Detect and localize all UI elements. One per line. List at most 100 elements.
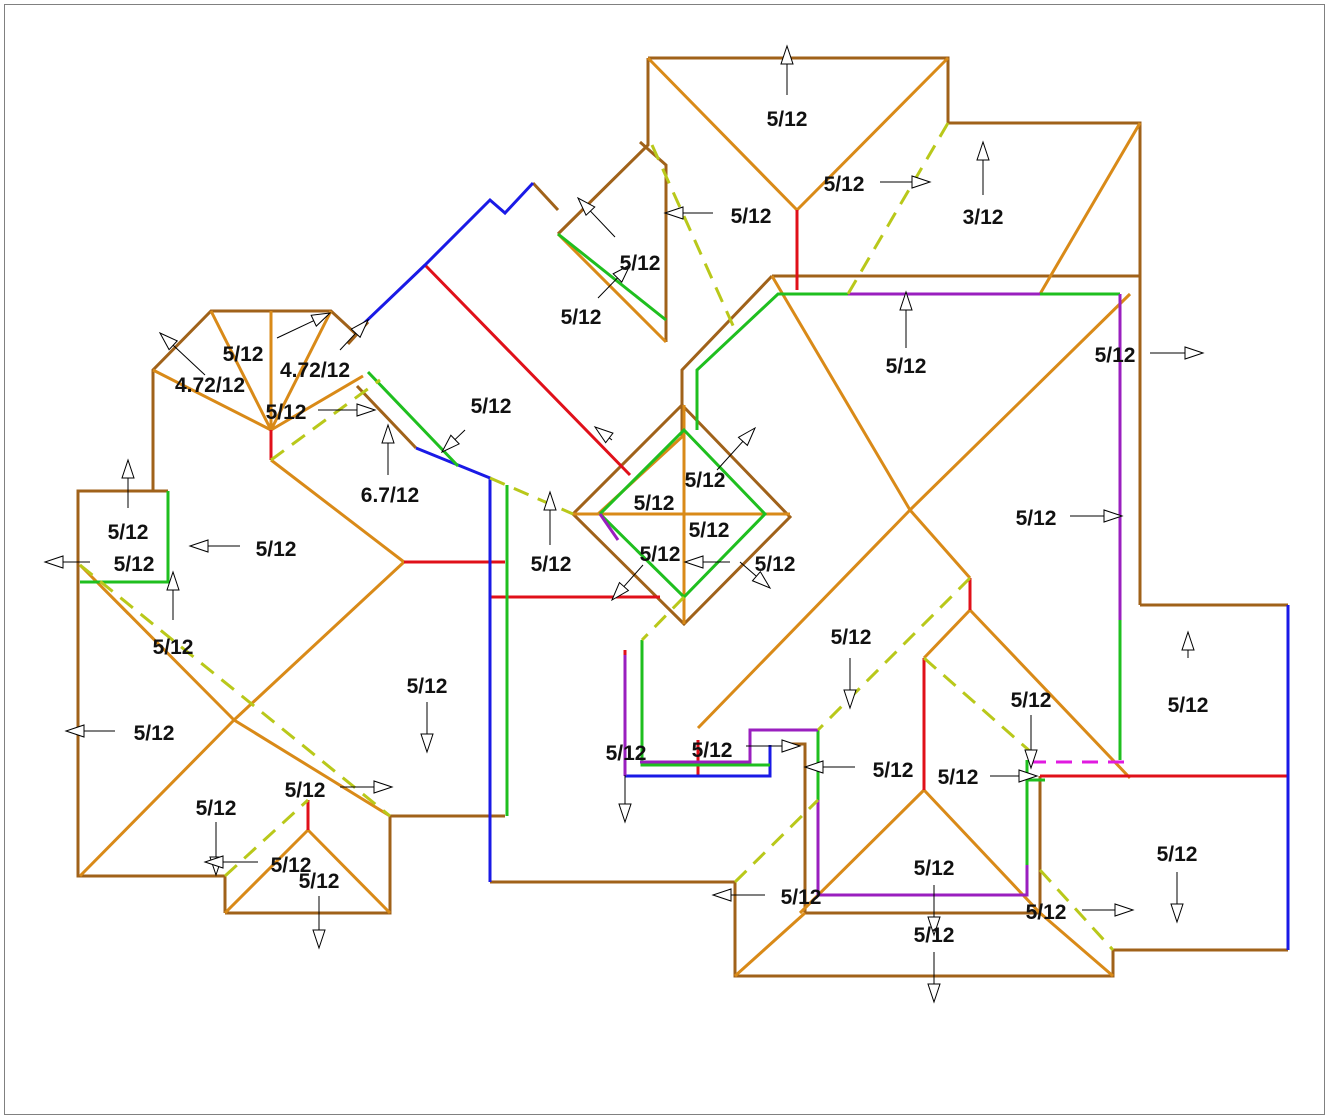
pitch-label: 5/12 bbox=[767, 108, 808, 131]
pitch-label: 5/12 bbox=[1157, 843, 1198, 866]
slope-arrow bbox=[739, 561, 772, 590]
flashing-line bbox=[366, 370, 460, 468]
slope-arrow-shaft bbox=[597, 277, 618, 299]
slope-arrow bbox=[990, 769, 1039, 783]
slope-arrow bbox=[597, 263, 632, 299]
pitch-label: 4.72/12 bbox=[175, 374, 245, 397]
hip-line bbox=[152, 368, 272, 432]
hip-line bbox=[733, 911, 807, 978]
slope-arrow-head bbox=[1114, 903, 1135, 917]
slope-arrow-head bbox=[1181, 630, 1195, 651]
slope-arrow bbox=[610, 564, 644, 602]
slope-arrow bbox=[899, 290, 913, 348]
valley-line bbox=[816, 576, 972, 732]
pitch-label: 5/12 bbox=[1011, 689, 1052, 712]
pitch-label: 5/12 bbox=[196, 797, 237, 820]
slope-arrow bbox=[843, 658, 857, 710]
slope-arrow bbox=[780, 44, 794, 95]
hip-line bbox=[908, 509, 972, 579]
slope-arrow-shaft bbox=[739, 561, 757, 577]
slope-arrow-head bbox=[899, 290, 913, 311]
hip-line bbox=[269, 310, 333, 431]
pitch-label: 5/12 bbox=[266, 401, 307, 424]
slope-arrow-head bbox=[1103, 509, 1124, 523]
pitch-label: 5/12 bbox=[685, 469, 726, 492]
slope-arrow bbox=[976, 140, 990, 195]
slope-arrow bbox=[318, 403, 377, 417]
roof-lines bbox=[76, 56, 1290, 978]
hip-line bbox=[798, 788, 926, 915]
slope-arrow-shaft bbox=[716, 441, 744, 471]
slope-arrow-head bbox=[576, 196, 596, 217]
valley-line bbox=[79, 563, 391, 818]
pitch-label: 5/12 bbox=[781, 886, 822, 909]
slope-arrow-head bbox=[356, 403, 377, 417]
pitch-label: 5/12 bbox=[1095, 344, 1136, 367]
eave-line bbox=[556, 58, 650, 236]
canvas-border bbox=[4, 4, 1325, 1115]
flashing-line bbox=[80, 491, 170, 584]
pitch-label: 5/12 bbox=[285, 779, 326, 802]
eave-line bbox=[680, 274, 774, 438]
slope-arrow-head bbox=[188, 539, 209, 553]
pitch-labels: 5/12 5/12 3/12 5/12 5/12 5/12 5/12 5/12 … bbox=[108, 108, 1209, 947]
pitch-label: 5/12 bbox=[824, 173, 865, 196]
hip-line bbox=[270, 374, 364, 432]
slope-arrow-head bbox=[440, 434, 460, 454]
pitch-label: 5/12 bbox=[531, 553, 572, 576]
hip-line bbox=[209, 310, 273, 431]
hip-line bbox=[78, 563, 236, 722]
pitch-label: 5/12 bbox=[1168, 694, 1209, 717]
hip-line bbox=[908, 292, 1132, 512]
pitch-label: 5/12 bbox=[407, 675, 448, 698]
slope-arrow-head bbox=[1024, 749, 1038, 770]
pitch-label: 5/12 bbox=[914, 924, 955, 947]
gable-line bbox=[355, 181, 535, 332]
slope-arrow-head bbox=[43, 555, 64, 569]
flashing-line bbox=[640, 640, 770, 767]
pitch-label: 5/12 bbox=[634, 492, 675, 515]
slope-arrow-head bbox=[927, 983, 941, 1004]
pitch-label: 5/12 bbox=[914, 857, 955, 880]
slope-arrow bbox=[593, 426, 614, 444]
slope-arrow-head bbox=[1018, 769, 1039, 783]
valley-line bbox=[270, 378, 381, 462]
eave-line bbox=[225, 814, 505, 915]
slope-arrow-head bbox=[780, 44, 794, 65]
slope-arrow-head bbox=[781, 739, 802, 753]
slope-arrow-shaft bbox=[172, 344, 206, 376]
pitch-label: 5/12 bbox=[108, 521, 149, 544]
pitch-label: 5/12 bbox=[606, 742, 647, 765]
pitch-label: 5/12 bbox=[256, 538, 297, 561]
gable-line bbox=[625, 745, 772, 778]
pitch-label: 6.7/12 bbox=[361, 484, 419, 507]
pitch-label: 5/12 bbox=[114, 553, 155, 576]
slope-arrow-head bbox=[911, 175, 932, 189]
pitch-label: 5/12 bbox=[1026, 901, 1067, 924]
valley-line bbox=[733, 798, 820, 884]
pitch-label: 5/12 bbox=[831, 626, 872, 649]
slope-arrow-head bbox=[1184, 346, 1205, 360]
slope-arrow-head bbox=[976, 140, 990, 161]
hip-line bbox=[968, 608, 1132, 780]
slope-arrow bbox=[188, 539, 240, 553]
pitch-label: 5/12 bbox=[689, 519, 730, 542]
hip-line bbox=[795, 56, 950, 212]
slope-arrow bbox=[121, 458, 135, 508]
pitch-label: 5/12 bbox=[223, 343, 264, 366]
pitch-label: 5/12 bbox=[886, 355, 927, 378]
hip-line bbox=[922, 608, 972, 660]
hip-line bbox=[922, 788, 1042, 915]
hip-line bbox=[646, 56, 799, 212]
valley-line bbox=[223, 798, 310, 878]
slope-arrow bbox=[166, 570, 180, 620]
pitch-label: 3/12 bbox=[963, 206, 1004, 229]
slope-arrow-head bbox=[203, 855, 224, 869]
step-flashing-line bbox=[816, 800, 1029, 897]
hip-line bbox=[233, 718, 391, 818]
slope-arrow-head bbox=[420, 733, 434, 754]
slope-arrow-head bbox=[64, 724, 85, 738]
slope-arrow bbox=[312, 896, 326, 950]
slope-arrow-head bbox=[543, 490, 557, 511]
